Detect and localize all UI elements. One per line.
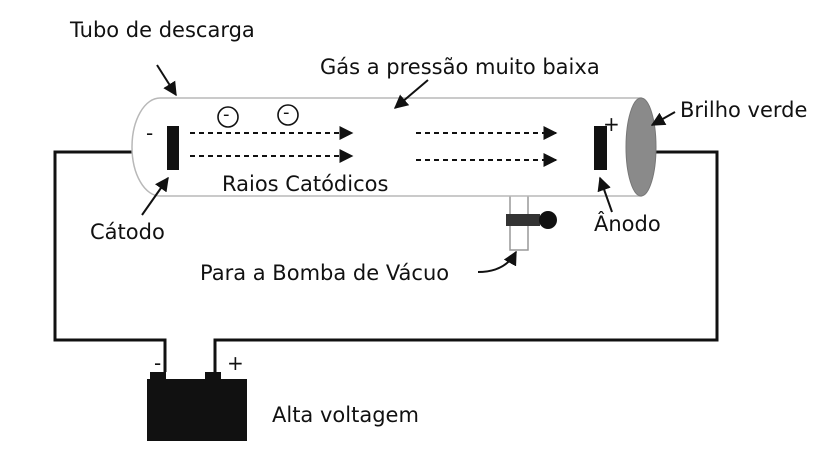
anode-plus-sign: + (603, 112, 620, 136)
glow-pointer (650, 111, 676, 126)
cathode-rays-label: Raios Catódicos (222, 172, 389, 196)
electron-1-sign: - (223, 104, 230, 125)
anode-plate (594, 126, 607, 170)
circuit-wire (53, 150, 719, 372)
pointer-arrows (141, 64, 676, 273)
vacuum-pump-outlet (506, 189, 557, 251)
discharge-tube (131, 97, 657, 197)
tube-label: Tubo de descarga (70, 18, 255, 42)
green-glow-label: Brilho verde (680, 98, 808, 122)
battery-plus-sign: + (227, 351, 244, 375)
electron-2-sign: - (283, 102, 290, 123)
electron-circle (217, 106, 239, 128)
tube-pointer (156, 64, 177, 97)
electron-circle (277, 104, 299, 126)
high-voltage-label: Alta voltagem (272, 403, 419, 427)
pump-pointer (477, 250, 517, 273)
green-glow-end (625, 97, 657, 197)
battery (147, 372, 247, 441)
gas-pointer (393, 79, 429, 109)
cathode-pointer (141, 176, 169, 216)
battery-minus-sign: - (154, 351, 162, 375)
cathode-rays (190, 126, 558, 167)
cathode-plate (167, 126, 179, 170)
cathode-minus-sign: - (146, 121, 154, 145)
gas-label: Gás a pressão muito baixa (320, 55, 600, 79)
vacuum-pump-label: Para a Bomba de Vácuo (200, 261, 450, 285)
cathode-label: Cátodo (90, 220, 165, 244)
anode-label: Ânodo (594, 212, 661, 236)
electron-symbols (217, 104, 299, 128)
anode-pointer (597, 176, 613, 213)
